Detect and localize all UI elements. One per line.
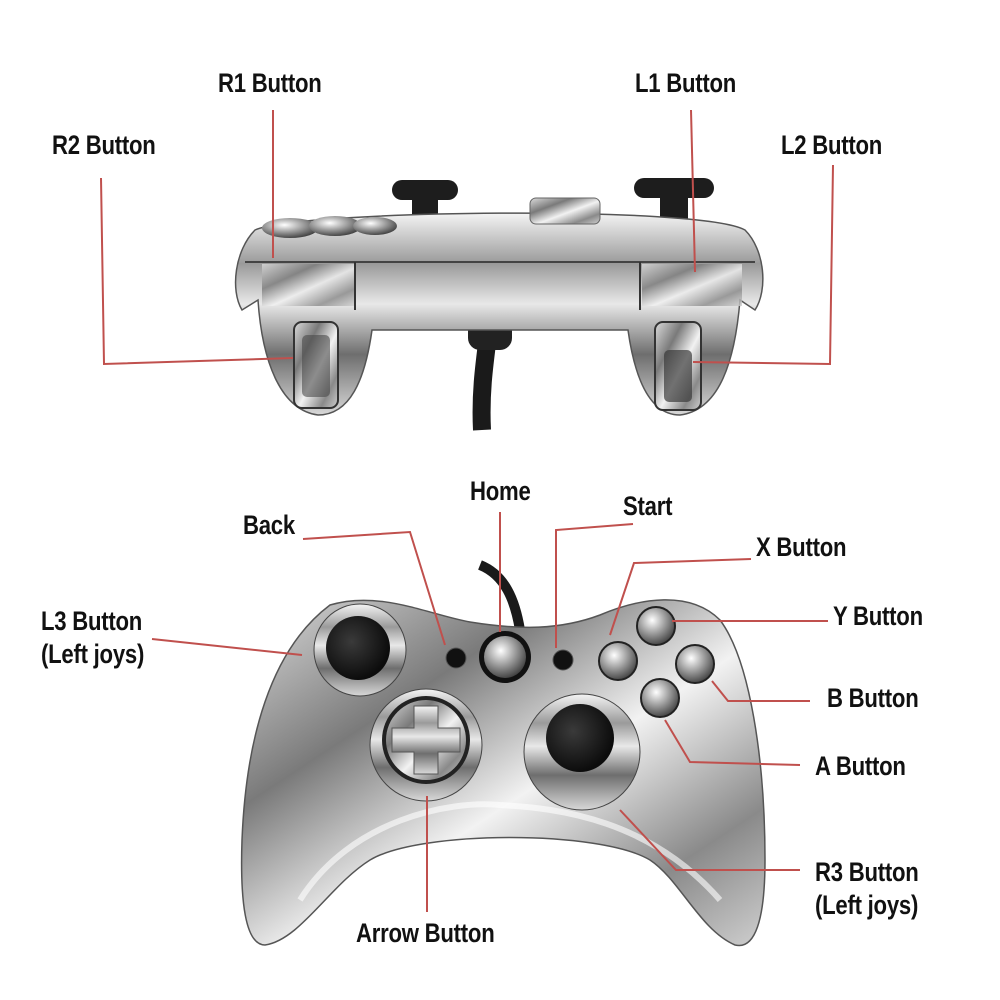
home-button	[484, 636, 526, 678]
x-face-button	[598, 641, 638, 681]
r3-stick	[546, 704, 614, 772]
controller-top-view	[234, 178, 764, 431]
right-thumbstick-top	[392, 180, 458, 200]
label-r2-button: R2 Button	[52, 130, 156, 160]
label-start: Start	[623, 491, 673, 521]
label-r3-sub: (Left joys)	[815, 890, 919, 920]
label-arrow-button: Arrow Button	[356, 918, 495, 948]
label-a-button: A Button	[815, 751, 906, 781]
leader-back	[302, 530, 446, 646]
label-b-button: B Button	[827, 683, 919, 713]
label-r3-button: R3 Button	[815, 857, 919, 887]
label-y-button: Y Button	[833, 601, 923, 631]
l3-stick	[326, 616, 390, 680]
dpad-arrow-button	[391, 705, 461, 775]
leader-r2	[100, 177, 294, 366]
leader-a	[664, 719, 801, 766]
leader-r3	[619, 809, 800, 871]
usb-cable-front	[477, 560, 525, 631]
a-face-button	[640, 678, 680, 718]
leader-start	[555, 523, 634, 648]
back-button	[445, 647, 467, 669]
leader-l2	[692, 164, 834, 366]
label-l2-button: L2 Button	[781, 130, 883, 160]
label-l3-sub: (Left joys)	[41, 639, 145, 669]
leader-lines	[100, 109, 834, 912]
label-r1-button: R1 Button	[218, 68, 322, 98]
b-face-button	[675, 644, 715, 684]
controller-front-view	[240, 560, 766, 947]
l1-bumper	[642, 264, 742, 306]
leader-l1	[690, 109, 696, 273]
y-face-button	[636, 606, 676, 646]
controller-body-top	[234, 212, 764, 416]
label-l1-button: L1 Button	[635, 68, 737, 98]
label-back: Back	[243, 510, 295, 540]
leader-l3	[151, 638, 303, 656]
label-home: Home	[470, 476, 531, 506]
start-button	[552, 649, 574, 671]
label-l3-button: L3 Button	[41, 606, 143, 636]
r1-bumper	[262, 264, 354, 306]
leader-b	[711, 680, 810, 702]
label-x-button: X Button	[756, 532, 847, 562]
leader-x	[609, 558, 752, 636]
